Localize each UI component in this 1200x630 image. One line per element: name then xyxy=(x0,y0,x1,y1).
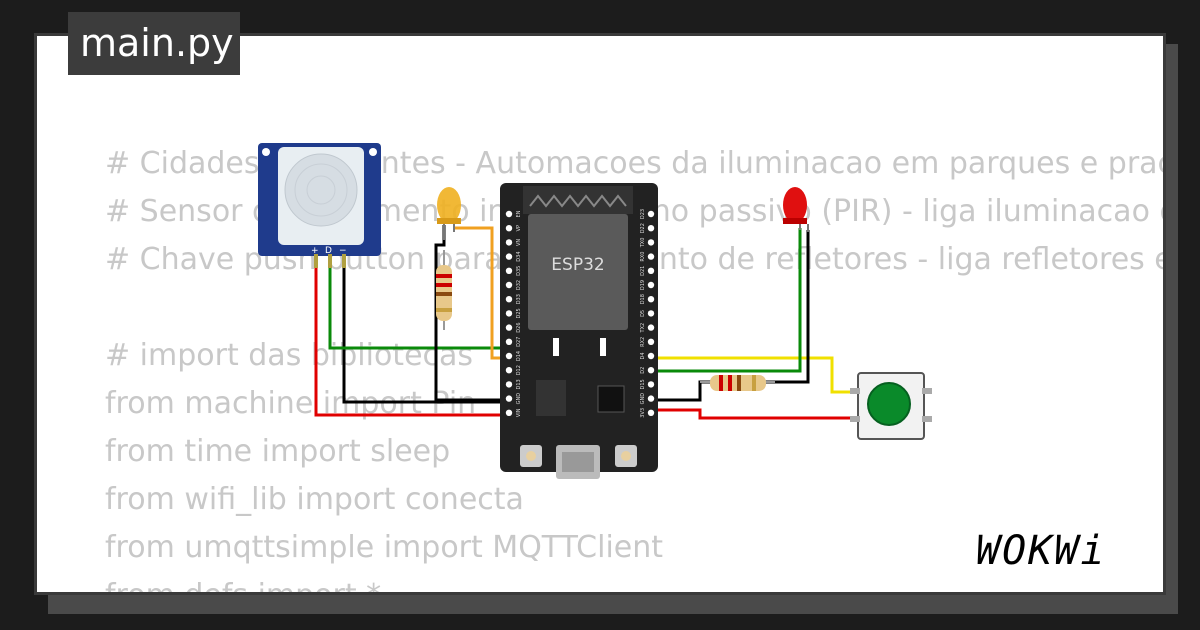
wire-black-left xyxy=(342,255,510,404)
chip-label: ESP32 xyxy=(551,255,604,275)
code-line: from time import sleep xyxy=(105,434,451,469)
pin-label: D4 xyxy=(640,352,646,359)
pin-left-d25[interactable] xyxy=(505,310,513,317)
pin-left-vin[interactable] xyxy=(505,409,513,416)
pin-right-d18[interactable] xyxy=(647,296,655,303)
pir-pin-plus: + xyxy=(311,246,319,256)
pin-right-d22[interactable] xyxy=(647,225,655,232)
pin-right-d15[interactable] xyxy=(647,381,655,388)
pin-label: GND xyxy=(516,393,522,405)
wire-green-right xyxy=(653,228,802,373)
pin-right-d4[interactable] xyxy=(647,352,655,360)
code-line: from umqttsimple import MQTTClient xyxy=(105,530,664,565)
pin-left-vp[interactable] xyxy=(505,225,513,232)
pin-label: D2 xyxy=(640,367,646,374)
pin-label: D25 xyxy=(516,308,522,318)
pin-label: RX2 xyxy=(640,337,646,347)
pin-right-gnd[interactable] xyxy=(647,395,655,402)
esp32-board[interactable]: ESP32 ENVPVND34D35D32D33D25D26D27D14D12D… xyxy=(500,183,658,479)
file-tab[interactable]: main.py xyxy=(68,12,240,75)
pin-label: D12 xyxy=(516,365,522,375)
pin-label: D13 xyxy=(516,379,522,389)
code-line: # import das bibliotecas xyxy=(105,338,474,373)
pin-label: TX0 xyxy=(640,238,646,249)
pir-pin-minus: − xyxy=(339,246,347,256)
pin-label: D26 xyxy=(516,322,522,332)
pin-label: TX2 xyxy=(640,323,646,334)
wire-yellow xyxy=(653,356,860,394)
wires xyxy=(314,225,860,420)
pin-left-d33[interactable] xyxy=(505,296,513,303)
led-red[interactable] xyxy=(783,187,809,232)
pin-label: 3V3 xyxy=(640,408,646,418)
pin-right-d19[interactable] xyxy=(647,281,655,289)
pin-label: D5 xyxy=(640,310,646,317)
code-preview: # Cidades inteligentes - Automacoes da i… xyxy=(105,140,1163,592)
pin-label: VN xyxy=(516,239,522,246)
resistor-vertical[interactable] xyxy=(436,250,452,330)
pin-label: VP xyxy=(516,225,522,231)
pin-right-3v3[interactable] xyxy=(647,409,655,416)
wire-red-right xyxy=(653,408,860,420)
pin-right-d21[interactable] xyxy=(647,267,655,274)
wire-red-left xyxy=(314,255,510,417)
pin-left-d34[interactable] xyxy=(505,253,513,260)
pin-label: D22 xyxy=(640,223,646,233)
pin-label: D21 xyxy=(640,266,646,276)
pin-left-d14[interactable] xyxy=(505,352,513,360)
push-button[interactable] xyxy=(850,372,932,440)
pin-label: VIN xyxy=(516,408,522,417)
pin-label: D33 xyxy=(516,294,522,304)
pin-label: EN xyxy=(516,210,522,217)
wire-green-left xyxy=(328,255,510,350)
pin-left-en[interactable] xyxy=(505,210,513,218)
pin-right-tx0[interactable] xyxy=(647,239,655,246)
pin-right-tx2[interactable] xyxy=(647,324,655,331)
pin-left-d13[interactable] xyxy=(505,381,513,388)
pin-left-d27[interactable] xyxy=(505,338,513,345)
pin-label: GND xyxy=(640,393,646,405)
pin-label: D18 xyxy=(640,294,646,304)
pin-label: D27 xyxy=(516,337,522,347)
code-line: from defs import * xyxy=(105,572,1163,592)
pin-left-d12[interactable] xyxy=(505,367,513,374)
pin-label: D23 xyxy=(640,209,646,219)
pir-pin-d: D xyxy=(325,246,332,256)
pin-left-vn[interactable] xyxy=(505,239,513,246)
pin-left-d32[interactable] xyxy=(505,281,513,289)
pin-left-d35[interactable] xyxy=(505,267,513,274)
pin-right-d2[interactable] xyxy=(647,367,655,374)
wire-black-right xyxy=(653,230,810,402)
pin-right-rx2[interactable] xyxy=(647,338,655,345)
wokwi-logo: WOKWi xyxy=(976,528,1107,574)
pir-sensor[interactable]: + D − xyxy=(258,143,381,268)
pin-left-gnd[interactable] xyxy=(505,395,513,402)
led-yellow[interactable] xyxy=(437,187,461,240)
pin-label: RX0 xyxy=(640,252,646,262)
pin-left-d26[interactable] xyxy=(505,324,513,331)
pin-right-d5[interactable] xyxy=(647,310,655,317)
pin-right-d23[interactable] xyxy=(647,210,655,218)
pin-label: D14 xyxy=(516,351,522,361)
resistor-horizontal[interactable] xyxy=(700,375,775,391)
pin-label: D34 xyxy=(516,251,522,261)
pin-label: D32 xyxy=(516,280,522,290)
pin-label: D35 xyxy=(516,266,522,276)
pin-label: D15 xyxy=(640,379,646,389)
pin-right-rx0[interactable] xyxy=(647,253,655,260)
pin-label: D19 xyxy=(640,280,646,290)
code-line: from wifi_lib import conecta xyxy=(105,482,524,517)
